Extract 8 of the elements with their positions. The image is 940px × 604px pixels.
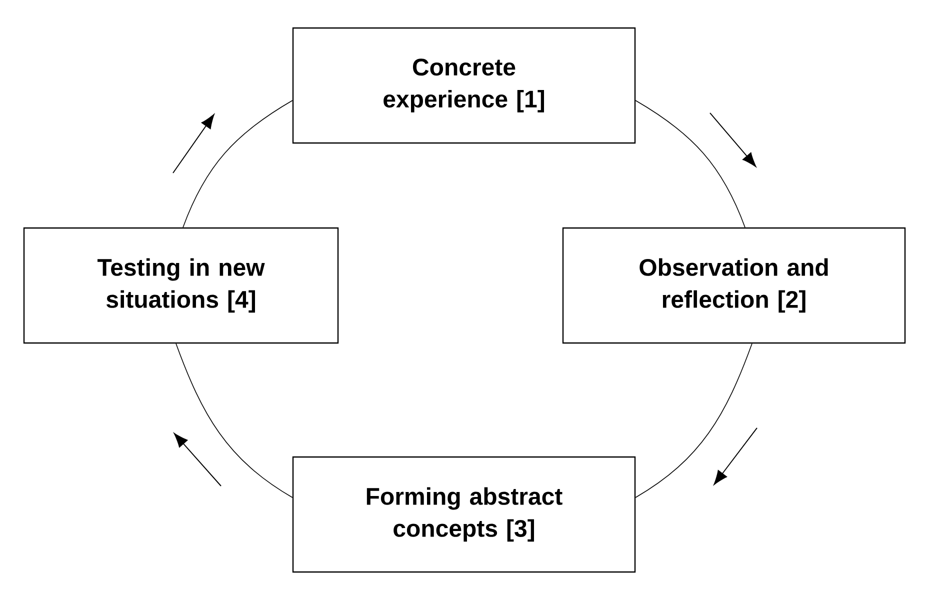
process-box: Forming abstract concepts [3] — [292, 456, 636, 573]
process-box: Concrete experience [1] — [292, 27, 636, 144]
connector-arc — [176, 343, 293, 498]
connector-arc — [635, 100, 746, 228]
process-box: Testing in new situations [4] — [23, 227, 339, 344]
process-box: Observation and reflection [2] — [562, 227, 906, 344]
connector-arc — [182, 100, 293, 228]
connector-arc — [635, 343, 752, 498]
